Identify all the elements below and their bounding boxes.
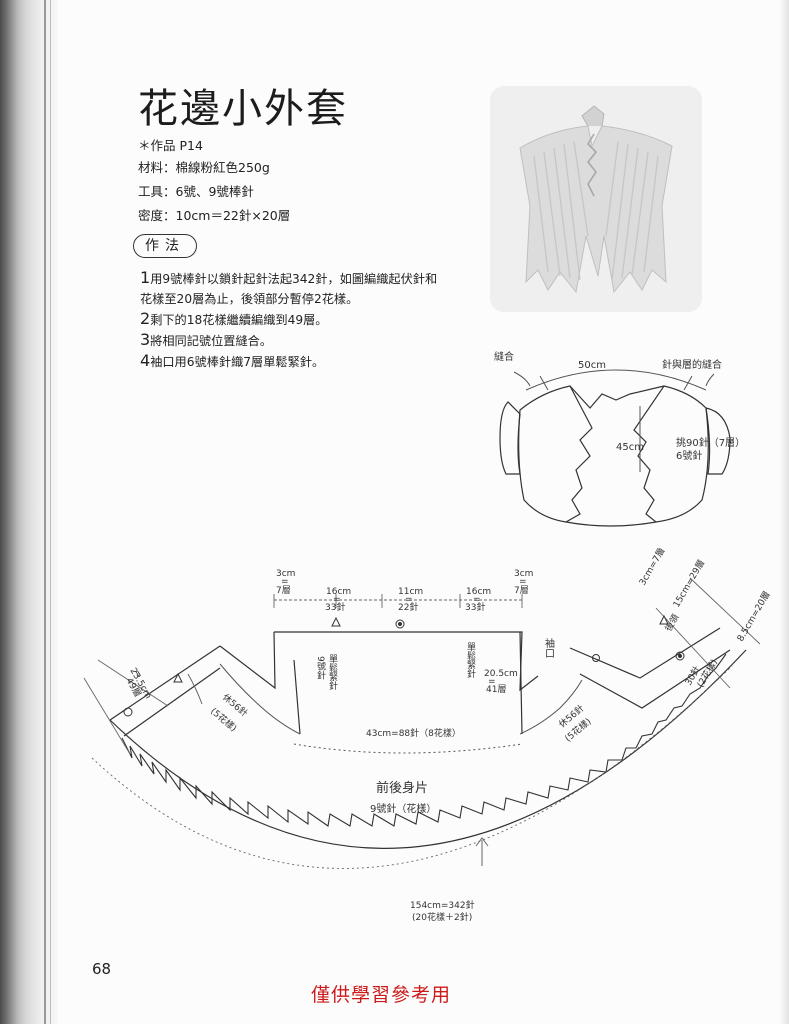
method-label: 作法 (133, 234, 197, 258)
hem-total-line2: (20花樣＋2針) (412, 911, 472, 923)
seam-left-label: 縫合 (494, 350, 514, 363)
rows-right-cm: 20.5cm (484, 669, 518, 679)
body-title: 前後身片 (376, 780, 428, 796)
dim-shoulder-right-cm: 3cm (514, 569, 533, 579)
left-inner-edge (293, 659, 301, 735)
dim-shoulder-right-rows: 7層 (514, 585, 529, 596)
chest-width-label: 50cm (578, 360, 606, 371)
left-armhole-edge (219, 631, 276, 690)
rib-left-label: 單鬆緊針 (327, 654, 338, 691)
step-2: 2剩下的18花樣繼續編織到49層。 (140, 309, 328, 328)
garment-photo (490, 86, 702, 312)
dim-back-neck-st: 22針 (398, 601, 418, 613)
back-neck-label: 後領 (662, 612, 681, 634)
dim-shoulder-left-cm: 3cm (276, 569, 295, 579)
dim-left-width-st: 33針 (325, 601, 345, 613)
step-4: 4袖口用6號棒針織7層單鬆緊針。 (140, 351, 325, 370)
rows-right-eq: = (488, 677, 496, 687)
watermark-text: 僅供學習參考用 (311, 984, 452, 1006)
right-shoulder-edge (569, 627, 721, 679)
step-3: 3將相同記號位置縫合。 (140, 330, 273, 349)
needle9-label: 9號針 (315, 656, 326, 681)
left-side-eq: = (131, 669, 143, 681)
work-reference: ＊作品 P14 (138, 138, 203, 153)
page-number: 68 (92, 960, 112, 978)
dim-shoulder-left-rows: 7層 (276, 585, 291, 596)
dim-shoulder-right-eq: = (519, 577, 527, 587)
instruction-steps: 1用9號棒針以鎖針起針法起342針，如圖編織起伏針和花樣至20層為止，後領部分暫… (140, 268, 440, 372)
cuff-needle-label: 6號針 (676, 449, 702, 462)
dim-left-width-cm: 16cm (326, 587, 351, 597)
dim-left-width-eq: = (333, 595, 341, 605)
right-15cm-label: 15cm=29層 (671, 558, 707, 610)
dim-back-neck-eq: = (405, 595, 413, 605)
needle-row-seam-label: 針與層的縫合 (662, 358, 722, 371)
right-3cm-label: 3cm=7層 (637, 548, 667, 588)
garment-schematic: 縫合 50cm 針與層的縫合 45cm 挑90針（7層） 6號針 (494, 350, 745, 527)
body-subtitle: 9號針（花樣） (370, 802, 436, 815)
right-8cm-label: 8.5cm=20層 (735, 589, 773, 643)
page-title: 花邊小外套 (138, 86, 348, 132)
hem-middle-label: 43cm=88針（8花樣） (366, 727, 461, 739)
hem-total-line1: 154cm=342針 (410, 899, 475, 911)
material-line: 材料：棉線粉紅色250g (138, 160, 270, 175)
rib-right-label: 單鬆緊針 (465, 642, 476, 679)
dim-right-width-cm: 16cm (466, 587, 491, 597)
dim-right-width-eq: = (473, 595, 481, 605)
left-cuff (499, 401, 521, 475)
dim-right-width-st: 33針 (465, 601, 485, 613)
knitting-chart: 3cm = 7層 16cm = 33針 11cm = 22針 16cm = 33… (83, 548, 773, 923)
gauge-line: 密度：10cm＝22針×20層 (138, 208, 291, 223)
left-front (518, 385, 593, 523)
cuff-pickup-label: 挑90針（7層） (676, 436, 745, 449)
neck-top-edge (274, 631, 539, 692)
step-1: 1用9號棒針以鎖針起針法起342針，如圖編織起伏針和花樣至20層為止，後領部分暫… (140, 268, 438, 306)
hem-outer-arc (109, 649, 747, 849)
rows-right-rows: 41層 (486, 684, 506, 695)
sleeve-label: 袖口 (543, 637, 555, 658)
right-cuff (705, 407, 731, 475)
dim-shoulder-left-eq: = (281, 577, 289, 587)
right-front (633, 385, 709, 523)
cardigan-photo-illustration (490, 86, 702, 312)
hem-zigzag (121, 653, 727, 827)
dim-back-neck-cm: 11cm (398, 587, 423, 597)
body-length-label: 45cm (616, 442, 644, 453)
book-binding (0, 0, 58, 1024)
tools-line: 工具：6號、9號棒針 (138, 184, 254, 199)
